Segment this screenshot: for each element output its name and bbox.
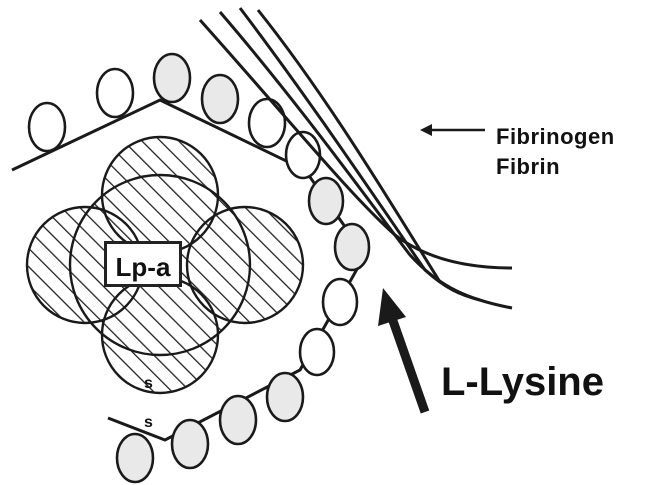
disulfide-s-bottom: s bbox=[144, 414, 153, 432]
up-arrow-icon bbox=[378, 288, 425, 412]
bead bbox=[267, 373, 303, 421]
disulfide-s-top: s bbox=[144, 375, 153, 393]
left-arrow-icon bbox=[420, 124, 485, 136]
bead bbox=[249, 99, 285, 147]
bead bbox=[300, 329, 334, 375]
bead bbox=[117, 434, 153, 482]
bead bbox=[335, 224, 369, 270]
lysine-label: L-Lysine bbox=[441, 360, 604, 405]
bead bbox=[323, 279, 357, 325]
bead bbox=[29, 103, 65, 151]
bead bbox=[154, 54, 190, 102]
lpa-label: Lp-a bbox=[104, 241, 182, 287]
fibrinogen-label: Fibrinogen bbox=[496, 124, 615, 150]
bead bbox=[172, 420, 208, 468]
bead bbox=[309, 178, 343, 224]
fibrin-label: Fibrin bbox=[496, 154, 560, 180]
bead bbox=[220, 396, 256, 444]
bead bbox=[97, 69, 133, 117]
bead bbox=[202, 75, 238, 123]
